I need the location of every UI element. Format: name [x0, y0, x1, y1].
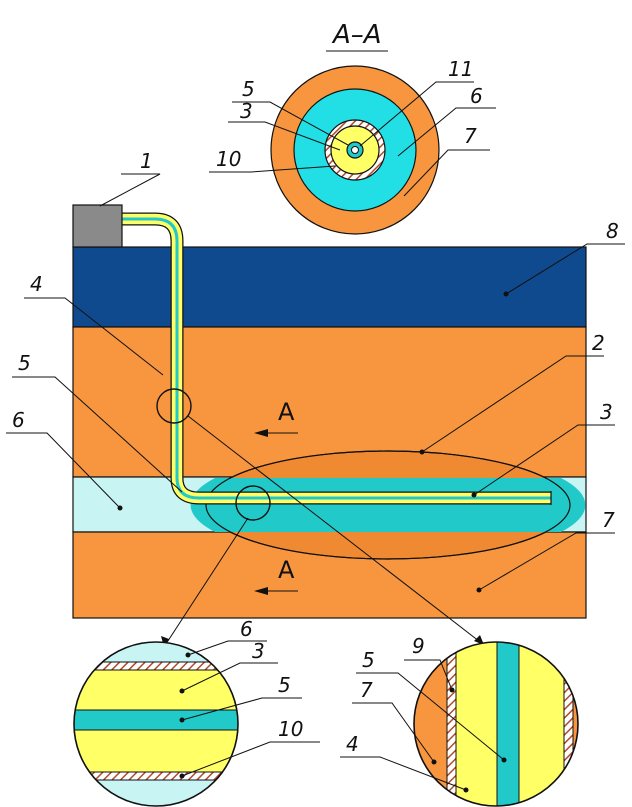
section-marker-lower: A	[278, 556, 295, 584]
detail-left-label-3: 3	[252, 639, 265, 663]
wellhead-box	[72, 204, 123, 248]
main-view: A A 1 8 4 2 5 3 6 7	[6, 149, 625, 648]
section-title: A–A	[331, 20, 382, 50]
main-label-1: 1	[140, 149, 153, 173]
detail-circle-vertical	[156, 388, 192, 424]
stratum-caprock	[72, 246, 587, 328]
main-label-7: 7	[602, 508, 615, 532]
main-label-6: 6	[12, 408, 25, 432]
section-marker-upper: A	[278, 398, 295, 426]
detail-right-label-7: 7	[360, 678, 373, 702]
liner-wall-bottom	[74, 771, 238, 781]
main-label-2: 2	[592, 331, 605, 355]
detail-right-label-4: 4	[346, 732, 359, 756]
section-label-11: 11	[448, 57, 473, 81]
main-label-4: 4	[30, 272, 43, 296]
section-label-7: 7	[464, 124, 477, 148]
main-label-5: 5	[18, 351, 31, 375]
detail-view-right: 5 9 7 4	[340, 634, 579, 807]
detail-view-left: 6 3 5 10	[73, 617, 320, 807]
section-view: A–A 5 11 3 6 10 7	[209, 20, 496, 235]
liner-wall-right	[563, 642, 574, 806]
central-tube-core	[351, 146, 359, 154]
tube-yellow-top	[74, 669, 238, 711]
main-label-8: 8	[606, 219, 619, 243]
section-label-6: 6	[470, 84, 483, 108]
detail-left-label-6: 6	[240, 617, 253, 641]
detail-circle-horizontal	[235, 485, 271, 521]
section-label-10: 10	[216, 147, 241, 171]
section-label-3: 3	[240, 99, 253, 123]
detail-right-label-9: 9	[412, 634, 425, 658]
vertical-tube-cyan	[496, 642, 520, 806]
tube-cyan-core	[74, 709, 238, 731]
detail-left-label-5: 5	[278, 673, 291, 697]
main-label-3: 3	[600, 400, 613, 424]
tube-yellow-bottom	[74, 729, 238, 773]
liner-wall-left	[446, 642, 457, 806]
section-label-5: 5	[242, 77, 255, 101]
detail-left-label-10: 10	[278, 717, 303, 741]
detail-right-label-5: 5	[362, 648, 375, 672]
